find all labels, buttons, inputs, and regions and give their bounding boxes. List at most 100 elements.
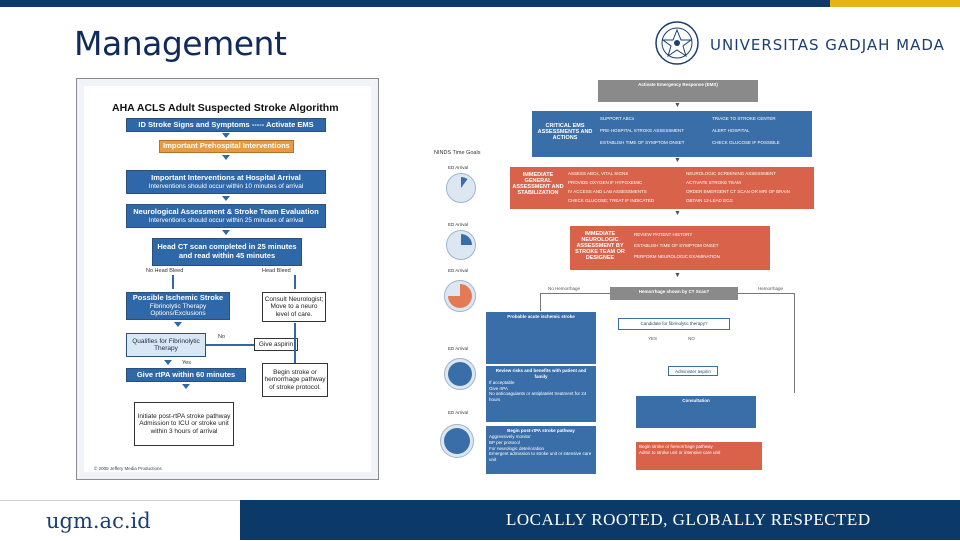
connector (172, 275, 174, 289)
top-stripe-gold (830, 0, 960, 7)
connector (738, 293, 794, 294)
arrow (222, 230, 230, 235)
box-prehospital: Important Prehospital Interventions (159, 140, 294, 153)
box-neuro-assessment-head: Neurological Assessment & Stroke Team Ev… (133, 206, 319, 216)
box-hospital-arrival-head: Important Interventions at Hospital Arri… (151, 172, 301, 182)
critical-item: SUPPORT ABCs (600, 116, 635, 121)
box-probable-ischemic: Probable acute ischemic stroke (486, 312, 596, 364)
box-hemorrhage-question: Hemorrhage shown by CT Scan? (610, 287, 738, 300)
box-immediate-general (510, 167, 814, 209)
box-activate-ems-text: Activate Emergency Response (EMS) (638, 82, 718, 87)
clock-icon (444, 358, 476, 390)
clock-fill (444, 428, 470, 454)
clock-fill (448, 284, 472, 308)
poster-copyright: © 2009 Jeffery Media Productions (94, 466, 162, 471)
poster-inner: AHA ACLS Adult Suspected Stroke Algorith… (84, 86, 371, 472)
arrow (222, 133, 230, 138)
box-bleed-pathway: Begin stroke or hemorrhage pathway of st… (262, 363, 328, 397)
hemorrhage-question-text: Hemorrhage shown by CT Scan? (638, 289, 710, 294)
probable-ischemic-text: Probable acute ischemic stroke (507, 314, 575, 319)
clock-icon (444, 280, 476, 312)
box-fibrinolytic-candidate: Candidate for fibrinolytic therapy? (618, 318, 730, 330)
down-arrow-icon: ▼ (674, 210, 681, 217)
box-prehospital-text: Important Prehospital Interventions (163, 141, 290, 151)
box-activate-ems: Activate Emergency Response (EMS) (598, 80, 758, 102)
box-id-signs: ID Stroke Signs and Symptoms ----- Activ… (126, 118, 326, 132)
clock-label: ED Arrival (448, 222, 469, 227)
down-arrow-icon: ▼ (674, 272, 681, 279)
arrow (182, 384, 190, 389)
immediate-item: ACTIVATE STROKE TEAM (686, 180, 741, 185)
box-bleed-pathway-text: Begin stroke or hemorrhage pathway of st… (264, 368, 326, 391)
footer-bar: ugm.ac.id LOCALLY ROOTED, GLOBALLY RESPE… (0, 500, 960, 541)
box-head-ct: Head CT scan completed in 25 minutes and… (152, 238, 302, 266)
critical-item: CHECK GLUCOSE IF POSSIBLE (712, 140, 780, 145)
clock-fill (448, 362, 472, 386)
box-id-signs-text: ID Stroke Signs and Symptoms ----- Activ… (138, 119, 314, 129)
box-antiplatelet: Administer aspirin (668, 366, 718, 376)
review-item: If acceptable (489, 379, 515, 385)
clock-icon (446, 173, 476, 203)
clock-icon (440, 424, 474, 458)
neuro-item: PERFORM NEUROLOGIC EXAMINATION (634, 254, 720, 259)
immediate-item: PROVIDE OXYGEN IF HYPOXEMIC (568, 180, 643, 185)
post-rtpa-text: Begin post-rtPA stroke pathway (507, 428, 575, 433)
neuro-item: REVIEW PATIENT HISTORY (634, 232, 693, 237)
connector (206, 344, 254, 346)
box-qualifies: Qualifies for Fibrinolytic Therapy (126, 333, 206, 357)
review-item: Give rtPA (489, 385, 508, 391)
university-name: UNIVERSITAS GADJAH MADA (710, 36, 945, 54)
box-hemorrhage-pathway: Begin stroke or hemorrhage pathway Admit… (636, 442, 762, 470)
clock-label: ED Arrival (448, 165, 469, 170)
clock-label: ED Arrival (448, 268, 469, 273)
down-arrow-icon: ▼ (674, 157, 681, 164)
clock-label: ED Arrival (448, 410, 469, 415)
box-aspirin-text: Give aspirin (258, 340, 294, 348)
connector (540, 293, 541, 311)
box-neuro-assessment: Neurological Assessment & Stroke Team Ev… (126, 204, 326, 228)
university-seal-icon (655, 21, 699, 65)
box-give-rtpa: Give rtPA within 60 minutes (126, 368, 246, 382)
connector (540, 293, 610, 294)
neuro-team-heading: IMMEDIATE NEUROLOGIC ASSESSMENT BY STROK… (575, 231, 625, 261)
box-post-rtpa-pathway: Begin post-rtPA stroke pathway Aggressiv… (486, 426, 596, 474)
review-item: No anticoagulants or antiplatelet treatm… (489, 391, 587, 403)
post-item: Aggressively monitor (489, 433, 531, 439)
hemo-item: Begin stroke or hemorrhage pathway (639, 444, 713, 449)
box-hospital-arrival: Important Interventions at Hospital Arri… (126, 170, 326, 194)
critical-item: ALERT HOSPITAL (712, 128, 750, 133)
footer-url[interactable]: ugm.ac.id (46, 509, 151, 533)
post-item: For neurologic deterioration (489, 445, 545, 451)
clock-icon (446, 230, 476, 260)
arrow (222, 155, 230, 160)
box-ischemic: Possible Ischemic Stroke Fibrinolytic Th… (126, 292, 230, 320)
immediate-item: ASSESS ABCs, VITAL SIGNS (568, 171, 629, 176)
critical-ems-heading: CRITICAL EMS ASSESSMENTS AND ACTIONS (537, 123, 593, 141)
post-item: BP per protocol (489, 439, 520, 445)
box-neuro-assessment-team (570, 226, 770, 270)
top-stripe (0, 0, 960, 7)
poster-title: AHA ACLS Adult Suspected Stroke Algorith… (112, 102, 339, 114)
immediate-general-heading: IMMEDIATE GENERAL ASSESSMENT AND STABILI… (512, 172, 564, 196)
down-arrow-icon: ▼ (674, 102, 681, 109)
box-hospital-arrival-sub: Interventions should occur within 10 min… (148, 182, 304, 190)
footer-motto: LOCALLY ROOTED, GLOBALLY RESPECTED (506, 510, 871, 529)
fibrinolytic-candidate-text: Candidate for fibrinolytic therapy? (640, 321, 708, 326)
label-head-bleed: Head Bleed (262, 268, 291, 274)
immediate-item: OBTAIN 12-LEAD ECG (686, 198, 733, 203)
box-consult-neuro-text: Consult Neurologist; Move to a neuro lev… (264, 295, 324, 318)
connector (294, 275, 296, 289)
label-yes: YES (648, 336, 658, 341)
arrow (174, 322, 182, 327)
box-ischemic-sub: Fibrinolytic Therapy Options/Exclusions (149, 302, 207, 318)
post-item: Emergent admission to stroke unit or int… (489, 451, 592, 463)
slide-title: Management (74, 24, 287, 63)
arrow (164, 360, 172, 365)
critical-item: TRIAGE TO STROKE CENTER (712, 116, 776, 121)
label-no: NO (688, 336, 695, 341)
hemo-item: Admit to stroke unit or intensive care u… (639, 449, 721, 455)
clock-label: ED Arrival (448, 346, 469, 351)
immediate-item: ORDER EMERGENT CT SCAN OR MRI OF BRAIN (686, 189, 790, 194)
box-post-rtpa: Initiate post-rtPA stroke pathway Admiss… (134, 402, 234, 446)
box-consult-neuro: Consult Neurologist; Move to a neuro lev… (262, 292, 326, 322)
